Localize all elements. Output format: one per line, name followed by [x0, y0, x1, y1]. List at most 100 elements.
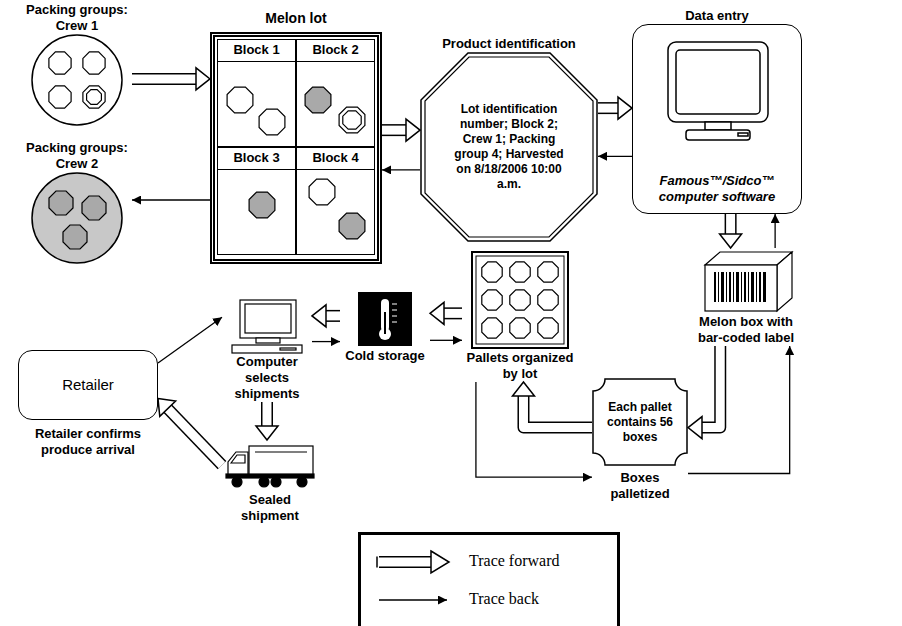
trace-forward-arrow: [720, 214, 742, 248]
melon-icon: [259, 109, 285, 135]
lot-block: Block 3: [217, 147, 296, 255]
arrow-head: [720, 234, 742, 248]
arrow-outline: [261, 402, 273, 426]
arrow-head: [312, 305, 326, 327]
arrow-line: [132, 199, 210, 200]
trace-back-arrow: [430, 340, 462, 341]
trace-forward-arrow: [598, 97, 632, 119]
text-slot: Computer selects shipments: [222, 354, 312, 402]
node-text: Retailer: [62, 376, 114, 394]
node-heading: Cold storage: [340, 348, 430, 364]
melon-box: Melon box with bar-coded label: [690, 248, 802, 346]
text-slot: Each pallet contains 56 boxes: [592, 378, 688, 466]
arrow-line: [430, 340, 462, 341]
text-slot: Packing groups: Crew 1: [22, 2, 132, 34]
melon-icon: [309, 179, 335, 205]
barcode-box-icon: [705, 252, 792, 311]
pallet-grid: Pallets organized by lot: [462, 250, 578, 382]
text-slot: Block 1: [218, 40, 295, 62]
icon-space: [340, 290, 430, 348]
lot-block: Block 2: [296, 39, 375, 147]
arrow-line: [382, 169, 420, 170]
melon-icon: [538, 262, 558, 282]
node-heading: Melon box with bar-coded label: [690, 314, 802, 346]
icon-space: [222, 296, 312, 354]
text-slot: Melon box with bar-coded label: [690, 314, 802, 346]
legend-entry: Trace forward: [469, 551, 559, 571]
circle-outline: [22, 172, 132, 264]
arrow-head: [196, 68, 210, 90]
arrow-body: [132, 74, 196, 83]
legend-text: Trace forward: [469, 552, 559, 569]
computer-icon: [232, 300, 302, 353]
trace-forward-arrow: [158, 399, 222, 466]
lot-block: Block 1: [217, 39, 296, 147]
thermometer-icon: [358, 292, 412, 346]
trace-forward-arrow: [256, 402, 278, 440]
melon-icon: [339, 213, 365, 239]
node-text: Famous™/Sidco™ computer software: [639, 173, 795, 205]
retailer-box: RetailerRetailer confirms produce arriva…: [18, 350, 158, 458]
trace-back-arrow: [158, 317, 222, 363]
arrow-head: [512, 382, 534, 396]
arrow-outline: [598, 102, 618, 114]
trace-back-arrow: [476, 382, 592, 477]
text-slot: Product identification: [420, 36, 598, 52]
computer: Computer selects shipments: [222, 296, 312, 402]
arrow-line: [688, 346, 790, 473]
trace-forward-arrow: [312, 305, 340, 327]
trace-back-arrow: [312, 341, 340, 342]
shape-area: [22, 172, 132, 264]
trace-forward-arrow: [382, 119, 420, 141]
monitor-icon: [668, 42, 768, 140]
node-heading: Pallets organized by lot: [462, 350, 578, 382]
legend-entry: Trace back: [469, 589, 539, 609]
melon-icon: [538, 290, 558, 310]
text-slot: Lot identification number; Block 2; Crew…: [420, 52, 598, 242]
melon-icon: [339, 107, 365, 133]
melon-icon: [82, 196, 106, 220]
trace-forward-arrow: [512, 382, 592, 428]
shape-area: [22, 34, 132, 126]
melon-icon: [83, 52, 105, 74]
trace-back-arrow: [688, 346, 790, 473]
arrow-body: [444, 309, 462, 318]
melon-icon: [510, 262, 530, 282]
arrow-body: [726, 214, 735, 234]
circle-outline: [22, 34, 132, 126]
arrow-line: [476, 382, 592, 477]
melon-icon: [83, 86, 105, 108]
melon-icon: [63, 225, 87, 249]
melon-lot: Melon lotBlock 1Block 2Block 3Block 4: [210, 8, 382, 264]
lot-block: Block 4: [296, 147, 375, 255]
node-heading: Product identification: [420, 36, 598, 52]
node-heading: Block 1: [218, 40, 295, 61]
melon-icon: [343, 111, 361, 129]
text-slot: Retailer: [19, 351, 157, 419]
arrow-outline: [382, 124, 406, 136]
pallet-box: Each pallet contains 56 boxesBoxes palle…: [592, 378, 688, 502]
node-heading: Sealed shipment: [222, 492, 318, 524]
arrow-head: [158, 399, 176, 417]
arrow-body: [168, 409, 222, 466]
melon-icon: [510, 290, 530, 310]
text-slot: Cold storage: [340, 348, 430, 364]
text-slot: Retailer confirms produce arrival: [18, 426, 158, 458]
arrow-line: [312, 341, 340, 342]
node-text: Each pallet contains 56 boxes: [604, 400, 676, 445]
arrow-outline: [444, 307, 462, 319]
melon-icon: [49, 191, 73, 215]
arrow-line: [598, 156, 632, 157]
melon-icon: [249, 192, 275, 218]
arrow-outline: [168, 409, 222, 466]
icon-space: [462, 250, 578, 350]
text-slot: Sealed shipment: [222, 492, 318, 524]
crew-circle: Packing groups: Crew 1: [22, 2, 132, 126]
shape-area: Lot identification number; Block 2; Crew…: [420, 52, 598, 242]
melon-icon: [305, 87, 331, 113]
melon-icon: [482, 318, 502, 338]
melon-icon: [510, 318, 530, 338]
text-slot: Data entry: [632, 8, 802, 24]
text-slot: Famous™/Sidco™ computer software: [639, 173, 795, 205]
trace-forward-arrow: [430, 302, 462, 324]
